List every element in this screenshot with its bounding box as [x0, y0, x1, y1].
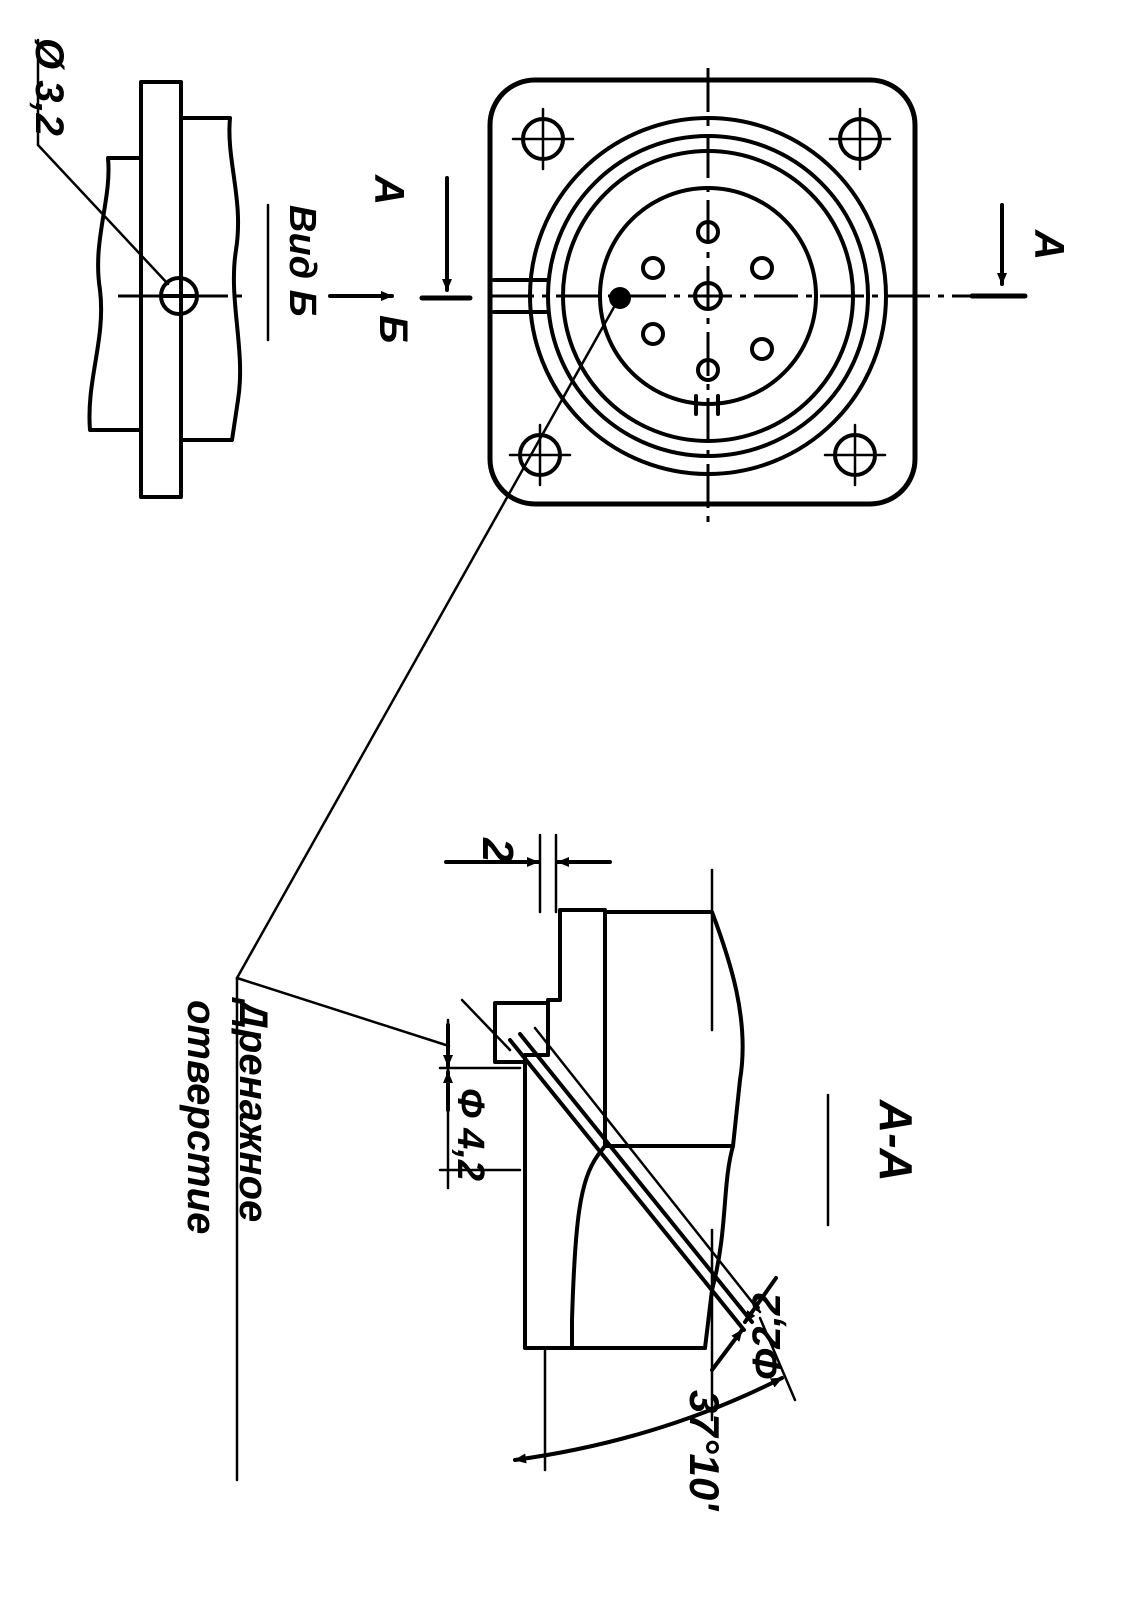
section-a-right-label: А: [1026, 229, 1073, 260]
arrow-b-label: Б: [371, 315, 415, 343]
angle-dimension: [513, 1316, 797, 1464]
section-a-a: [460, 868, 762, 1472]
dimension-phi-2-2: [710, 1276, 778, 1372]
drain-leaders: [235, 298, 620, 1482]
connector-rings: [492, 116, 888, 476]
section-marker-left: [419, 176, 473, 301]
diameter-label: Ø 3,2: [27, 38, 71, 136]
drain-hole-marker: [609, 287, 631, 309]
mounting-holes: [508, 107, 892, 487]
drain-label-line2: отверстие: [179, 1000, 223, 1234]
insulator-body: [603, 910, 745, 1148]
dimension-2: [444, 833, 612, 914]
flange-front-view: [487, 68, 985, 528]
dimension-phi-4-2: [438, 1018, 522, 1190]
view-b-detail: [36, 38, 250, 499]
section-aa-title: А-А: [870, 1099, 922, 1182]
metal-shell: [523, 908, 607, 1350]
flange-step: [493, 1001, 550, 1064]
section-marker-right: [969, 203, 1028, 299]
contact-pins: [641, 220, 774, 382]
view-b-label: Вид Б: [281, 205, 323, 317]
dim-phi-42-label: Ф 4,2: [449, 1088, 491, 1181]
angle-label: 37°10': [681, 1390, 728, 1512]
section-a-left-label: А: [366, 174, 413, 205]
view-b-title: Вид Б: [266, 203, 323, 342]
dim-2-label: 2: [473, 837, 522, 863]
drain-label-line1: Дренажное: [231, 997, 275, 1222]
